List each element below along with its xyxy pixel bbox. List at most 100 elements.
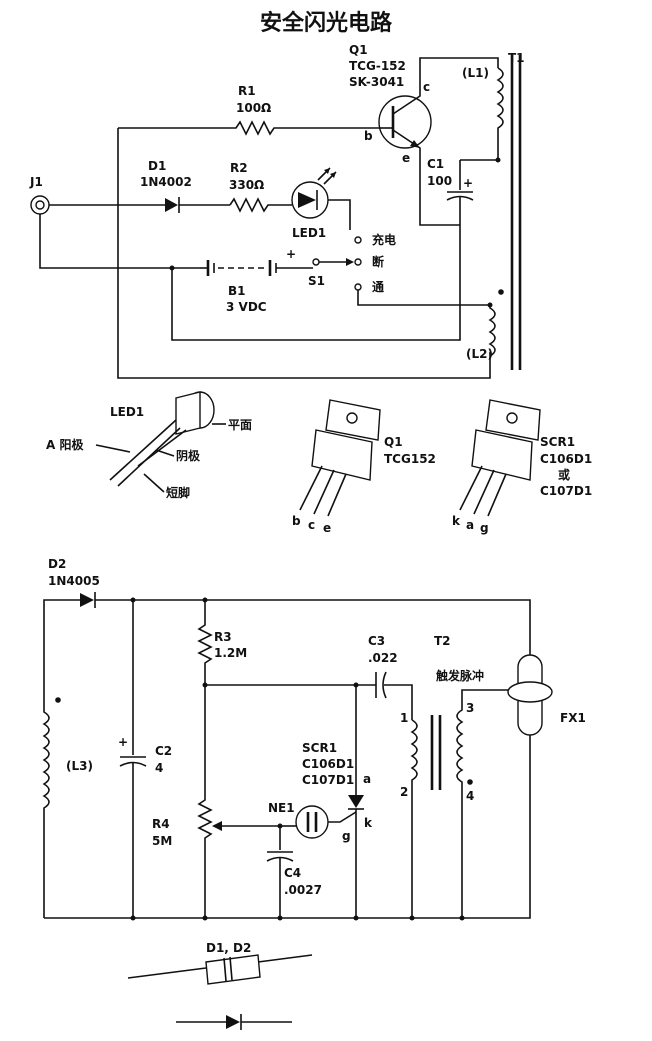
capacitor-c3: C3 .022 <box>368 634 413 720</box>
j1-label: J1 <box>29 175 43 189</box>
q1-package: Q1 TCG152 b c e <box>292 399 436 535</box>
scr-pin-k: k <box>452 514 461 528</box>
r4-value: 5M <box>152 834 172 848</box>
bottom-circuit: D2 1N4005 (L3) + C2 4 R3 1.2M <box>42 557 586 921</box>
scr-pkg-part2: C107D1 <box>540 484 592 498</box>
t2-ref: T2 <box>434 634 451 648</box>
q1-c: c <box>423 80 430 94</box>
c4-ref: C4 <box>284 866 301 880</box>
resistor-r1: R1 100Ω <box>118 84 380 136</box>
scr-pin-a: a <box>466 518 474 532</box>
q1-part1: TCG-152 <box>349 59 406 73</box>
t1-l2: (L2) <box>466 347 493 361</box>
q1-ref: Q1 <box>349 43 368 57</box>
led-package: LED1 平面 A 阳极 阴极 短脚 <box>46 391 252 500</box>
t1-l1: (L1) <box>462 66 489 80</box>
r3-value: 1.2M <box>214 646 247 660</box>
s1-pos-on: 通 <box>372 279 384 294</box>
led-cathode: 阴极 <box>176 448 201 463</box>
r1-ref: R1 <box>238 84 256 98</box>
diode-reference: D1, D2 <box>127 941 313 1030</box>
scr1-part1: C106D1 <box>302 757 354 771</box>
q1-pin-e: e <box>323 521 331 535</box>
scr-pkg-part1: C106D1 <box>540 452 592 466</box>
d1-part: 1N4002 <box>140 175 192 189</box>
c4-value: .0027 <box>284 883 322 897</box>
c2-ref: C2 <box>155 744 172 758</box>
transistor-q1: Q1 TCG-152 SK-3041 b c e <box>349 43 499 226</box>
l3-label: (L3) <box>66 759 93 773</box>
q1-pin-b: b <box>292 514 301 528</box>
t2-p4: 4 <box>466 789 474 803</box>
led-flat: 平面 <box>228 418 252 432</box>
led-short: 短脚 <box>166 485 190 500</box>
capacitor-c1: C1 100 + <box>427 157 498 230</box>
scr1-ref: SCR1 <box>302 741 337 755</box>
b1-plus: + <box>286 247 296 261</box>
d2-part: 1N4005 <box>48 574 100 588</box>
top-circuit: J1 D1 1N4002 R2 330Ω LED1 <box>29 43 525 379</box>
led-pkg-ref: LED1 <box>110 405 144 419</box>
r3-ref: R3 <box>214 630 232 644</box>
switch-s1: 充电 断 通 S1 <box>308 232 490 306</box>
capacitor-c4: C4 .0027 <box>266 826 322 918</box>
led-anode: A 阳极 <box>46 437 84 452</box>
t2-desc: 触发脉冲 <box>436 668 484 683</box>
resistor-r3: R3 1.2M <box>197 600 247 685</box>
d1-ref: D1 <box>148 159 166 173</box>
c1-value: 100 <box>427 174 452 188</box>
q1-part2: SK-3041 <box>349 75 404 89</box>
scr1-k: k <box>364 816 373 830</box>
t2-p3: 3 <box>466 701 474 715</box>
fx1-label: FX1 <box>560 711 586 725</box>
capacitor-c2: + C2 4 <box>118 600 172 918</box>
s1-pos-off: 断 <box>372 254 384 269</box>
led1-label: LED1 <box>292 226 326 240</box>
battery-b1: + B1 3 VDC <box>200 247 313 314</box>
b1-ref: B1 <box>228 284 246 298</box>
c3-value: .022 <box>368 651 398 665</box>
q1-pkg-ref: Q1 <box>384 435 403 449</box>
s1-pos-charge: 充电 <box>372 232 396 247</box>
c3-ref: C3 <box>368 634 385 648</box>
scr-pkg-or: 或 <box>558 467 570 482</box>
q1-e: e <box>402 151 410 165</box>
scr-pin-g: g <box>480 521 489 535</box>
c2-value: 4 <box>155 761 163 775</box>
c1-ref: C1 <box>427 157 444 171</box>
transformer-t2: T2 触发脉冲 1 2 3 4 <box>400 634 512 918</box>
part-outlines: LED1 平面 A 阳极 阴极 短脚 Q1 TCG152 b c e <box>46 391 592 535</box>
scr1-a: a <box>363 772 371 786</box>
t2-p2: 2 <box>400 785 408 799</box>
inductor-l3: (L3) <box>42 690 93 918</box>
diode-d1: D1 1N4002 <box>140 159 230 213</box>
neon-ne1: NE1 <box>268 801 357 839</box>
d2-ref: D2 <box>48 557 66 571</box>
scr-pkg-ref: SCR1 <box>540 435 575 449</box>
b1-value: 3 VDC <box>226 300 267 314</box>
c2-plus: + <box>118 735 128 749</box>
jack-j1: J1 <box>29 175 50 215</box>
r4-ref: R4 <box>152 817 170 831</box>
resistor-r2: R2 330Ω <box>229 161 290 213</box>
r2-ref: R2 <box>230 161 248 175</box>
t1-ref: T1 <box>508 51 525 65</box>
transformer-t1: T1 (L1) (L2) <box>462 51 525 370</box>
c1-plus: + <box>463 176 473 190</box>
diode-ref-label: D1, D2 <box>206 941 251 955</box>
led-led1: LED1 <box>290 167 351 240</box>
s1-ref: S1 <box>308 274 325 288</box>
scr-package: SCR1 C106D1 或 C107D1 k a g <box>452 399 592 535</box>
scr-scr1: SCR1 C106D1 C107D1 a k g <box>302 685 373 918</box>
scr1-part2: C107D1 <box>302 773 354 787</box>
resistor-r4: R4 5M <box>152 685 280 918</box>
ne1-label: NE1 <box>268 801 295 815</box>
q1-pin-c: c <box>308 518 315 532</box>
page-title: 安全闪光电路 <box>260 10 393 36</box>
q1-pkg-part: TCG152 <box>384 452 436 466</box>
scr1-g: g <box>342 829 351 843</box>
q1-b: b <box>364 129 373 143</box>
r1-value: 100Ω <box>236 101 271 115</box>
t2-p1: 1 <box>400 711 408 725</box>
